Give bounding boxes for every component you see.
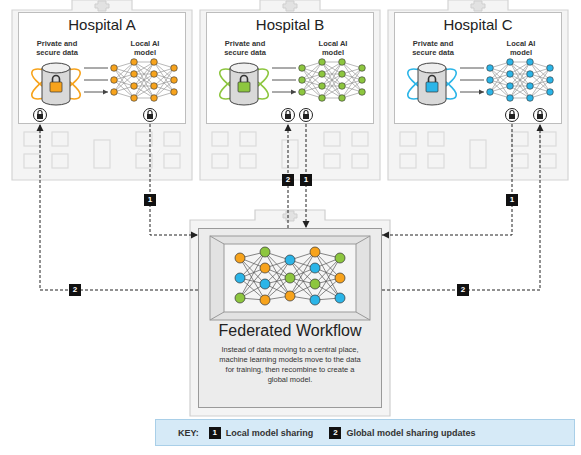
lock-icon (34, 109, 47, 122)
hospital-panel: Hospital B Private and secure data Local A… (206, 12, 374, 124)
data-and-model-icon (28, 59, 177, 105)
callout-number: 2 (333, 428, 337, 437)
data-caption: Private and secure data (219, 39, 271, 57)
model-caption: Local AI model (313, 39, 353, 57)
callout-number: 1 (506, 194, 518, 206)
lock-icon (534, 109, 547, 122)
lock-icon (144, 109, 157, 122)
data-and-model-icon (216, 59, 365, 105)
hospital-title: Hospital B (207, 16, 373, 34)
dashed-connector (306, 124, 307, 228)
lock-icon (506, 109, 519, 122)
dashed-connector (40, 124, 198, 290)
workflow-building (190, 210, 390, 416)
hospital-building (12, 0, 192, 180)
hospital-building (200, 0, 380, 180)
data-caption: Private and secure data (31, 39, 83, 57)
hospital-panel: Hospital C Private and secure data Local A… (394, 12, 562, 124)
lock-icon (282, 109, 295, 122)
federated-panel: Federated WorkflowInstead of data moving… (198, 228, 382, 408)
legend-text: Global model sharing updates (346, 428, 475, 438)
callout-number: 1 (144, 194, 156, 206)
model-caption: Local AI model (501, 39, 541, 57)
dashed-connector (150, 124, 198, 235)
workflow-description: Instead of data moving to a central plac… (215, 345, 365, 385)
model-caption: Local AI model (125, 39, 165, 57)
data-and-model-icon (404, 59, 553, 105)
hospital-panel: Hospital A Private and secure data Local A… (18, 12, 186, 124)
hospital-building (388, 0, 568, 180)
lock-icon (300, 109, 313, 122)
building-cross (283, 211, 297, 221)
data-caption: Private and secure data (407, 39, 459, 57)
dashed-connector (288, 124, 289, 228)
legend-swatch: 1 (209, 427, 221, 439)
dashed-connector (382, 124, 512, 235)
legend-text: Local model sharing (226, 428, 314, 438)
callout-number: 1 (213, 428, 217, 437)
key-heading: KEY: (178, 428, 199, 438)
global-model-illustration (210, 236, 370, 320)
hospital-title: Hospital C (395, 16, 561, 34)
callout-number: 2 (69, 284, 81, 296)
key-band: KEY: 1 Local model sharing 2 Global model sh… (155, 419, 575, 446)
dashed-connector (382, 124, 540, 290)
hospital-title: Hospital A (19, 16, 185, 34)
callout-number: 2 (282, 174, 294, 186)
callout-number: 1 (300, 174, 312, 186)
legend-swatch: 2 (329, 427, 341, 439)
workflow-title: Federated Workflow (199, 321, 381, 340)
callout-number: 2 (457, 284, 469, 296)
